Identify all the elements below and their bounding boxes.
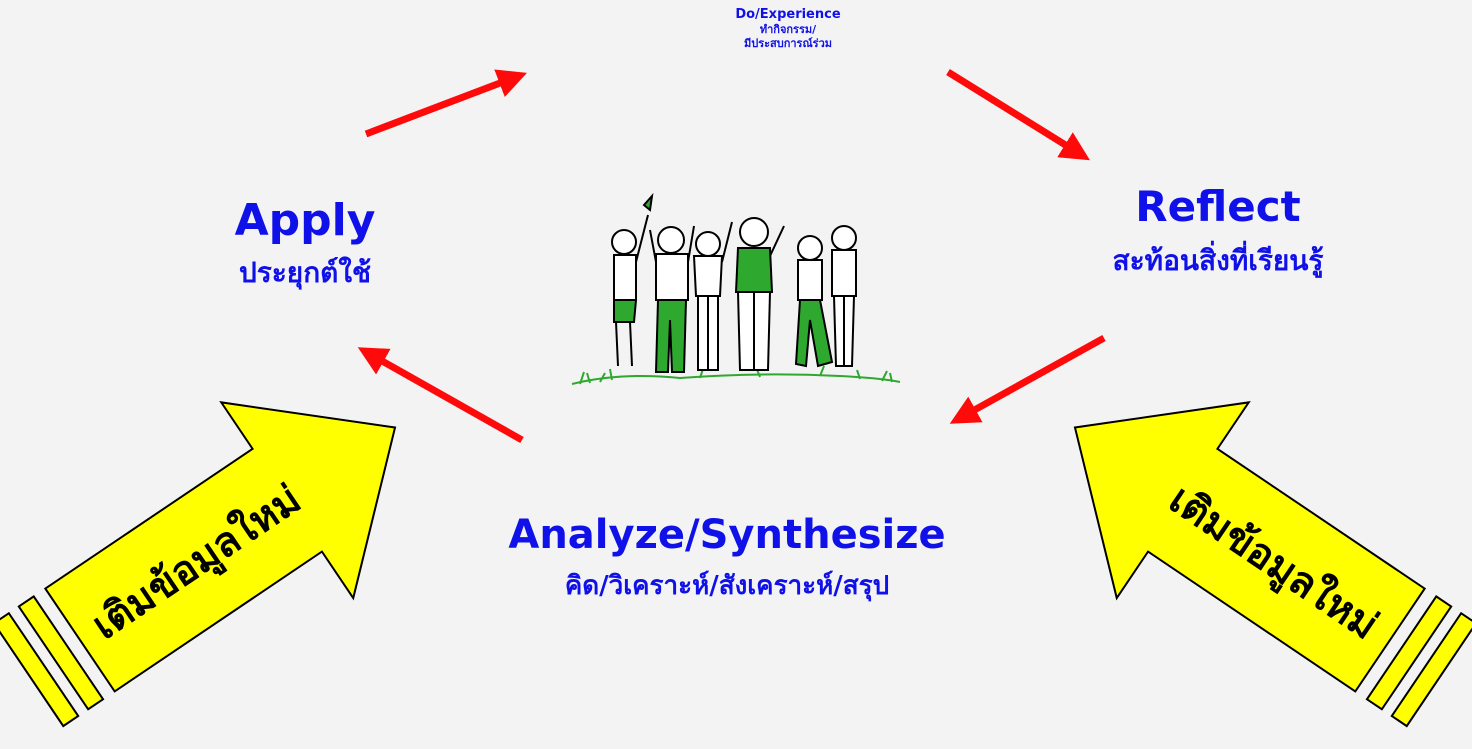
stage-apply-title: Apply [234, 195, 376, 246]
arrow-reflect-to-analyze [949, 334, 1106, 424]
child-3 [692, 221, 733, 371]
grass [571, 365, 901, 385]
stage-analyze-title: Analyze/Synthesize [508, 512, 946, 558]
stage-do-experience: Do/Experience ทำกิจกรรม/ มีประสบการณ์ร่ว… [735, 7, 841, 52]
stage-do-subtitle-line-2: มีประสบการณ์ร่วม [743, 37, 833, 51]
stage-do-subtitle-line-1: ทำกิจกรรม/ [759, 22, 817, 36]
child-1 [611, 192, 654, 367]
stage-reflect-title: Reflect [1135, 182, 1301, 231]
arrow-apply-to-do [364, 69, 527, 138]
child-6 [831, 225, 857, 367]
stage-apply: Apply ประยุกต์ใช้ [234, 195, 376, 292]
stage-apply-subtitle: ประยุกต์ใช้ [238, 255, 372, 289]
stage-reflect: Reflect สะท้อนสิ่งที่เรียนรู้ [1112, 182, 1324, 280]
stage-do-title: Do/Experience [735, 7, 841, 22]
stage-analyze-subtitle: คิด/วิเคราะห์/สังเคราะห์/สรุป [564, 571, 890, 601]
stage-reflect-subtitle: สะท้อนสิ่งที่เรียนรู้ [1112, 244, 1324, 278]
child-2 [649, 225, 695, 373]
child-4 [734, 217, 785, 371]
stage-analyze-synthesize: Analyze/Synthesize คิด/วิเคราะห์/สังเครา… [508, 512, 945, 604]
arrow-analyze-to-apply [357, 347, 524, 444]
child-5 [794, 235, 834, 368]
arrow-do-to-reflect [946, 69, 1090, 161]
